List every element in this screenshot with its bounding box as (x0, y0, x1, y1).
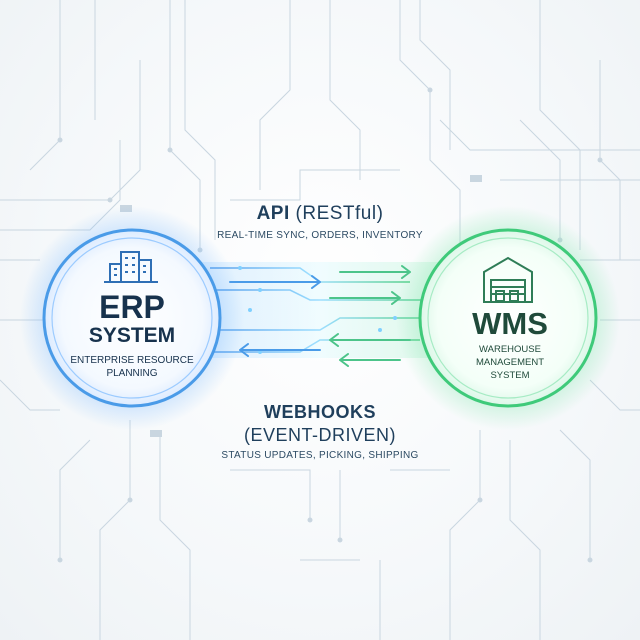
office-building-icon (104, 251, 158, 283)
warehouse-icon (483, 256, 533, 303)
arrow-left-icon (239, 343, 321, 357)
arrow-left-icon (339, 353, 401, 367)
arrow-left-icon (329, 333, 411, 347)
erp-subtitle-line2: PLANNING (106, 368, 158, 379)
erp-node (20, 206, 244, 430)
api-title-paren: (RESTful) (295, 203, 384, 224)
webhooks-subtitle: STATUS UPDATES, PICKING, SHIPPING (221, 450, 419, 461)
api-subtitle: REAL-TIME SYNC, ORDERS, INVENTORY (217, 230, 423, 241)
wms-subtitle-line3: SYSTEM (490, 370, 530, 381)
erp-subtitle-line1: ENTERPRISE RESOURCE (70, 355, 194, 366)
webhooks-title: WEBHOOKS (264, 402, 376, 422)
webhook-arrows (239, 333, 411, 367)
api-title-bold: API (256, 203, 290, 224)
api-title: API (RESTful) (0, 203, 640, 225)
wms-subtitle-line2: MANAGEMENT (475, 357, 545, 368)
wms-subtitle-line1: WAREHOUSE (479, 344, 541, 355)
wms-title: WMS (472, 306, 548, 341)
erp-title-system: SYSTEM (88, 324, 176, 347)
wms-node (396, 206, 620, 430)
erp-title: ERP (99, 289, 165, 325)
arrow-right-icon (229, 275, 321, 289)
webhooks-title-paren: (EVENT-DRIVEN) (243, 425, 396, 445)
